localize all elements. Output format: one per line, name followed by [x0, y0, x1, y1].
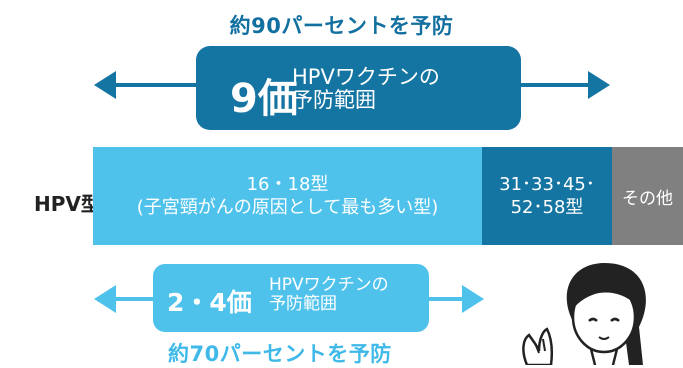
segment-16-18-line2: (子宮頸がんの原因として最も多い型)	[136, 197, 439, 218]
segment-16-18: 16・18型 (子宮頸がんの原因として最も多い型)	[93, 147, 482, 245]
badge-2-4-description: HPVワクチンの 予防範囲	[269, 276, 389, 314]
top-caption: 約90パーセントを予防	[229, 14, 454, 38]
segment-other-label: その他	[622, 188, 673, 209]
bottom-caption: 約70パーセントを予防	[168, 342, 392, 366]
woman-illustration-icon	[522, 263, 646, 365]
badge-9-line1: HPVワクチンの	[292, 65, 440, 89]
segment-31-58-line1: 31･33･45･	[499, 174, 595, 195]
arrow-right-icon	[462, 285, 484, 313]
badge-9-value: 9価	[230, 76, 298, 122]
segment-31-58: 31･33･45･ 52･58型	[482, 147, 612, 245]
badge-2-4-line1: HPVワクチンの	[269, 275, 389, 295]
hpv-type-label: HPV型	[34, 192, 101, 216]
arrow-left-icon	[94, 285, 116, 313]
arrow-left-icon	[94, 71, 116, 99]
badge-9-valent: 9価 HPVワクチンの 予防範囲	[196, 46, 521, 130]
segment-other: その他	[612, 147, 683, 245]
badge-9-description: HPVワクチンの 予防範囲	[292, 66, 440, 112]
segment-16-18-line1: 16・18型	[246, 174, 329, 195]
segment-31-58-line2: 52･58型	[510, 197, 584, 218]
badge-2-4-valent: 2・4価 HPVワクチンの 予防範囲	[153, 264, 429, 332]
arrow-right-icon	[588, 71, 610, 99]
badge-2-4-value: 2・4価	[167, 288, 252, 317]
badge-2-4-line2: 予防範囲	[269, 294, 337, 314]
badge-9-line2: 予防範囲	[292, 88, 376, 112]
